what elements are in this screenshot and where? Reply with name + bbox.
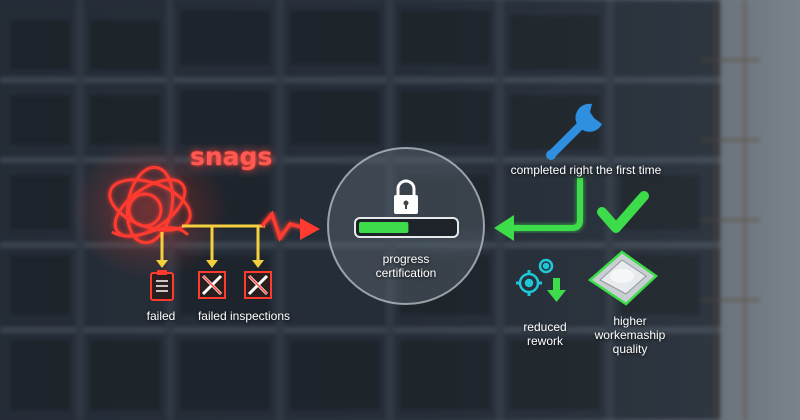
completed-label: completed right the first time bbox=[498, 163, 674, 177]
snags-label: snags bbox=[190, 142, 272, 171]
failed-label: failed bbox=[135, 309, 187, 323]
workmanship-quality-label: higher workemaship quality bbox=[580, 314, 680, 356]
quality-label-line3: quality bbox=[613, 342, 648, 356]
reduced-rework-label: reduced rework bbox=[512, 320, 578, 348]
crossed-box-icon bbox=[245, 272, 271, 298]
rework-label-line2: rework bbox=[527, 334, 563, 348]
failed-inspections-label: failed inspections bbox=[188, 309, 300, 323]
crossed-box-icon bbox=[199, 272, 225, 298]
quality-label-line2: workemaship bbox=[595, 328, 666, 342]
clipboard-icon bbox=[151, 270, 173, 300]
quality-label-line1: higher bbox=[613, 314, 646, 328]
progress-bar bbox=[355, 218, 458, 237]
progress-certification-label: progress certification bbox=[346, 252, 466, 280]
rework-label-line1: reduced bbox=[523, 320, 566, 334]
progress-label-line1: progress bbox=[383, 252, 430, 266]
progress-label-line2: certification bbox=[376, 266, 437, 280]
progress-fill bbox=[359, 222, 408, 233]
